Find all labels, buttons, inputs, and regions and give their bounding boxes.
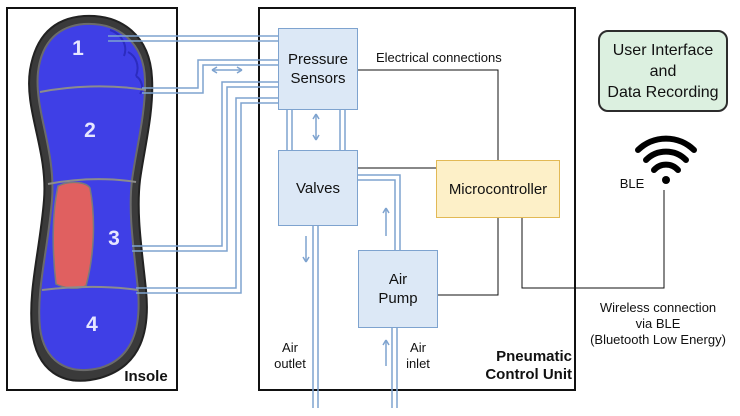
zone-divider-2 bbox=[47, 178, 137, 185]
zone-label-2: 2 bbox=[84, 119, 96, 142]
electrical-connections-label: Electrical connections bbox=[376, 50, 502, 65]
electrical-wires bbox=[358, 69, 665, 296]
insole-label: Insole bbox=[124, 368, 168, 385]
control-unit-label-line-1: Pneumatic bbox=[496, 348, 572, 365]
air-outlet-label: Air outlet bbox=[268, 340, 312, 372]
valves-block: Valves bbox=[278, 150, 358, 226]
air-outlet-line-1: Air bbox=[282, 340, 298, 355]
user-interface-block: User Interface and Data Recording bbox=[598, 30, 728, 112]
air-inlet-line-1: Air bbox=[410, 340, 426, 355]
insole-frame bbox=[6, 7, 178, 391]
control-unit-frame bbox=[258, 7, 576, 391]
air-inlet-label: Air inlet bbox=[400, 340, 436, 372]
arch-zone bbox=[52, 181, 95, 289]
air-pump-block: Air Pump bbox=[358, 250, 438, 328]
zone-divider-1 bbox=[39, 85, 147, 93]
flow-arrows bbox=[211, 66, 390, 366]
wireless-line-3: (Bluetooth Low Energy) bbox=[590, 332, 726, 347]
pressure-sensors-line-2: Sensors bbox=[290, 70, 346, 87]
zone-label-1: 1 bbox=[72, 37, 84, 60]
wireless-line-2: via BLE bbox=[635, 316, 681, 331]
wireless-line-1: Wireless connection bbox=[599, 300, 717, 315]
zone-label-3: 3 bbox=[108, 227, 120, 250]
microcontroller-block: Microcontroller bbox=[436, 160, 560, 218]
air-inlet-line-2: inlet bbox=[406, 356, 430, 371]
pressure-sensors-block: Pressure Sensors bbox=[278, 28, 358, 110]
control-unit-label: Pneumatic Control Unit bbox=[464, 348, 572, 384]
ble-label: BLE bbox=[619, 176, 645, 191]
ui-line-3: Data Recording bbox=[607, 83, 719, 101]
air-pump-line-2: Pump bbox=[378, 290, 418, 307]
control-unit-label-line-2: Control Unit bbox=[485, 366, 572, 383]
zone-label-4: 4 bbox=[86, 313, 98, 336]
zone-divider-3 bbox=[41, 286, 139, 291]
air-pump-line-1: Air bbox=[388, 271, 408, 288]
pneumatic-tubes bbox=[108, 35, 401, 408]
wireless-connection-label: Wireless connection via BLE (Bluetooth L… bbox=[580, 300, 736, 348]
ui-line-1: User Interface bbox=[612, 41, 714, 59]
air-outlet-line-2: outlet bbox=[274, 356, 306, 371]
ui-line-2: and bbox=[649, 62, 677, 80]
pressure-sensors-line-1: Pressure bbox=[287, 51, 349, 68]
ble-wifi-icon bbox=[635, 135, 697, 173]
